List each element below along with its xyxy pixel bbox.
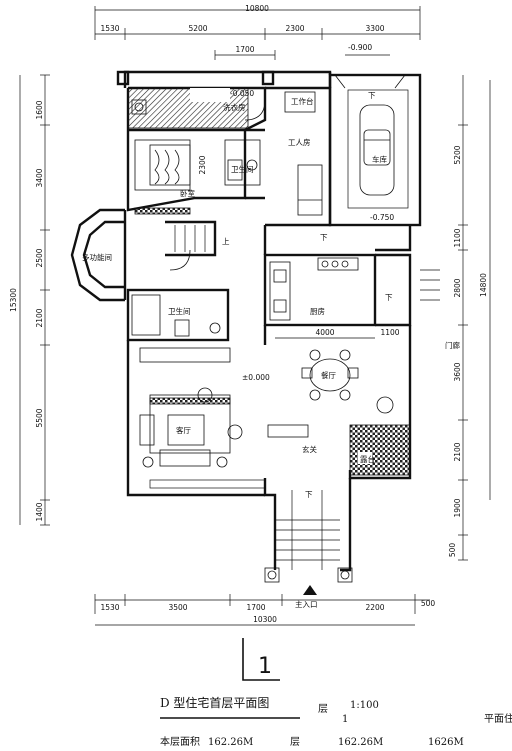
area-value: 162.26M — [208, 737, 253, 748]
floor-marker: 1 — [242, 638, 280, 681]
bathroom-lower-label: 卫生间 — [168, 306, 191, 316]
dim-right-7: 500 — [448, 543, 457, 558]
dim-bottom-overall: 10300 — [253, 615, 277, 624]
dim-left-4: 2100 — [35, 308, 44, 327]
dining-room: 4000 1100 餐厅 — [275, 328, 400, 414]
footer: D 型住宅首层平面图 1:100 层 1 平面住 本层面积 162.26M 层 … — [160, 695, 512, 748]
kitchen: 厨房 下 — [269, 257, 440, 321]
dim-right-2: 1100 — [453, 228, 462, 247]
bottom-dimensions: 1530 3500 1700 2200 500 10300 — [94, 594, 436, 626]
garage-label: 车库 — [372, 154, 387, 164]
dim-bottom-4: 2200 — [365, 603, 384, 612]
dim-bottom-3: 1700 — [246, 603, 265, 612]
dim-right-overall: 14800 — [479, 273, 488, 297]
drawing-title: D 型住宅首层平面图 — [160, 695, 269, 710]
entrance-arrow-icon — [303, 585, 317, 595]
bay-room: 多功能间 上 — [82, 225, 230, 271]
area-label: 本层面积 — [160, 735, 200, 748]
dim-top-inner: 1700 — [235, 45, 254, 54]
living-room: ±0.000 客厅 — [139, 347, 270, 489]
foyer-label: 玄关 — [302, 444, 317, 454]
ghost-text-4: 1626M — [428, 737, 464, 748]
porch-label: 门廊 — [445, 340, 460, 350]
ghost-text-5: 平面住 — [484, 712, 512, 725]
dim-bottom-5: 500 — [421, 599, 436, 608]
worker-room-down: 下 — [320, 233, 328, 242]
bathroom-upper-label: 卫生间 — [231, 164, 254, 174]
bedroom-label: 卧室 — [180, 188, 195, 198]
laundry-room: 洗衣房 -0.050 — [127, 87, 254, 129]
worker-room: 工作台 工人房 下 — [244, 91, 328, 242]
dim-left-2: 3400 — [35, 168, 44, 187]
floor-number: 1 — [258, 654, 272, 679]
bay-room-label: 多功能间 — [82, 252, 112, 262]
ghost-text-1: 层 — [318, 703, 328, 715]
upper-bathroom: 卫生间 2300 — [198, 139, 261, 186]
laundry-label: 洗衣房 — [223, 102, 246, 112]
left-dimensions: 15300 1600 3400 2500 2100 5500 1400 — [9, 74, 50, 526]
right-dimensions: 5200 1100 2800 3600 2100 1900 500 14800 — [448, 75, 491, 561]
dim-right-1: 5200 — [453, 145, 462, 164]
garage-lower-level: -0.750 — [370, 213, 394, 222]
ghost-text-2: 1 — [342, 714, 348, 725]
main-level: ±0.000 — [242, 373, 270, 382]
dim-dining-width: 4000 — [315, 328, 334, 337]
worker-room-label: 工人房 — [288, 137, 311, 147]
garage: -0.900 车库 -0.750 下 — [334, 43, 409, 222]
terrace-label: 露台 — [360, 454, 375, 464]
dim-left-3: 2500 — [35, 248, 44, 267]
scale-text: 1:100 — [350, 700, 379, 711]
dining-label: 餐厅 — [321, 371, 336, 380]
dim-dining-right: 1100 — [380, 328, 399, 337]
living-label: 客厅 — [176, 425, 191, 435]
dim-top-1: 1530 — [100, 24, 119, 33]
ghost-text-3-prefix: 层 — [290, 736, 300, 748]
dim-top-3: 2300 — [285, 24, 304, 33]
top-dimensions: 10800 1530 5200 2300 3300 1700 — [94, 4, 421, 60]
dim-top-4: 3300 — [365, 24, 384, 33]
dim-bottom-1: 1530 — [100, 603, 119, 612]
ghost-text-3: 162.26M — [338, 737, 383, 748]
entrance-label: 主入口 — [295, 599, 318, 609]
dim-bottom-2: 3500 — [168, 603, 187, 612]
bedroom: 卧室 — [134, 139, 195, 215]
stairs-up-label: 上 — [222, 237, 230, 246]
dim-left-5: 5500 — [35, 408, 44, 427]
kitchen-down: 下 — [385, 293, 393, 302]
dim-right-3: 2800 — [453, 278, 462, 297]
dim-left-1: 1600 — [35, 100, 44, 119]
car-icon — [359, 104, 395, 196]
dim-right-4: 3600 — [453, 362, 462, 381]
kitchen-label: 厨房 — [310, 306, 325, 316]
dim-2300-vertical: 2300 — [198, 155, 207, 174]
dim-top-overall: 10800 — [245, 4, 269, 13]
dim-left-6: 1400 — [35, 502, 44, 521]
garage-down: 下 — [368, 91, 376, 100]
dim-left-overall: 15300 — [9, 288, 18, 312]
foyer: 玄关 下 露台 主入口 门廊 — [264, 340, 460, 609]
tool-room-label: 工作台 — [291, 96, 314, 106]
exterior-walls — [70, 70, 422, 572]
lower-bathroom: 卫生间 — [131, 294, 221, 337]
dim-right-5: 2100 — [453, 442, 462, 461]
laundry-level: -0.050 — [230, 89, 254, 98]
porch-down: 下 — [305, 490, 313, 499]
dim-right-6: 1900 — [453, 498, 462, 517]
garage-level: -0.900 — [348, 43, 372, 52]
dim-top-2: 5200 — [188, 24, 207, 33]
